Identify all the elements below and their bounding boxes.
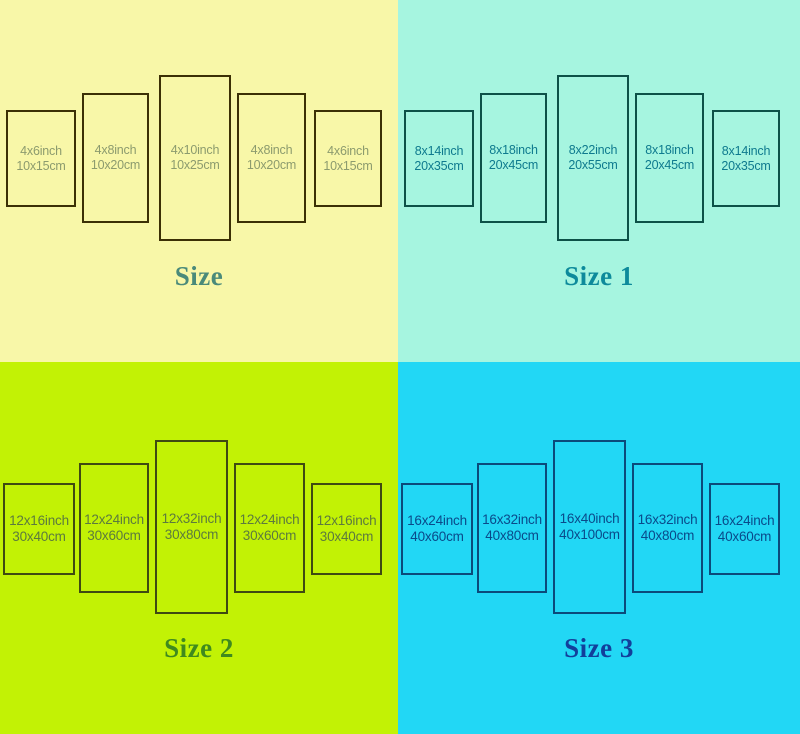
- panel-group-0: 4x6inch 10x15cm 4x8inch 10x20cm 4x10inch…: [0, 0, 398, 362]
- panel-size-label: 4x10inch 10x25cm: [170, 143, 220, 173]
- panel-size-cm: 40x100cm: [559, 527, 620, 542]
- canvas-panel[interactable]: 16x24inch 40x60cm: [401, 483, 473, 575]
- size-option-title: Size 2: [164, 633, 234, 663]
- panel-size-cm: 40x60cm: [717, 529, 772, 544]
- size-option-card-2[interactable]: 12x16inch 30x40cm 12x24inch 30x60cm 12x3…: [0, 362, 398, 734]
- panel-size-label: 16x24inch 40x60cm: [407, 513, 467, 545]
- panel-size-inch: 12x24inch: [239, 512, 300, 528]
- canvas-panel[interactable]: 12x16inch 30x40cm: [3, 483, 75, 575]
- panel-group-1: 8x14inch 20x35cm 8x18inch 20x45cm 8x22in…: [398, 0, 800, 362]
- panel-size-cm: 20x45cm: [644, 158, 695, 172]
- panel-size-label: 4x6inch 10x15cm: [16, 143, 66, 174]
- panel-size-inch: 8x18inch: [489, 143, 538, 158]
- panel-size-cm: 10x15cm: [16, 158, 66, 173]
- panel-size-cm: 20x55cm: [568, 158, 618, 172]
- size-option-card-0[interactable]: 4x6inch 10x15cm 4x8inch 10x20cm 4x10inch…: [0, 0, 398, 362]
- panel-group-2: 12x16inch 30x40cm 12x24inch 30x60cm 12x3…: [0, 362, 398, 734]
- panel-size-cm: 20x35cm: [721, 158, 771, 173]
- canvas-panel[interactable]: 4x8inch 10x20cm: [237, 93, 306, 223]
- panel-size-label: 16x24inch 40x60cm: [715, 513, 775, 545]
- canvas-panel[interactable]: 4x8inch 10x20cm: [82, 93, 149, 223]
- size-option-card-3[interactable]: 16x24inch 40x60cm 16x32inch 40x80cm 16x4…: [398, 362, 800, 734]
- panel-size-inch: 12x16inch: [316, 513, 377, 529]
- panel-size-inch: 16x32inch: [637, 512, 698, 528]
- panel-group-3: 16x24inch 40x60cm 16x32inch 40x80cm 16x4…: [398, 362, 800, 734]
- canvas-panel[interactable]: 8x18inch 20x45cm: [635, 93, 704, 223]
- canvas-panel[interactable]: 16x32inch 40x80cm: [632, 463, 703, 593]
- panel-size-label: 8x14inch 20x35cm: [721, 143, 771, 174]
- panel-size-label: 4x8inch 10x20cm: [246, 143, 297, 173]
- canvas-panel[interactable]: 12x24inch 30x60cm: [79, 463, 149, 593]
- canvas-panel[interactable]: 12x24inch 30x60cm: [234, 463, 305, 593]
- panel-size-inch: 4x8inch: [94, 143, 137, 158]
- panel-size-inch: 16x24inch: [407, 513, 467, 529]
- canvas-panel[interactable]: 8x14inch 20x35cm: [404, 110, 474, 207]
- canvas-panel[interactable]: 4x6inch 10x15cm: [314, 110, 382, 207]
- panel-size-inch: 4x10inch: [170, 143, 220, 158]
- panel-size-inch: 16x32inch: [482, 512, 542, 528]
- size-option-title: Size: [174, 261, 224, 291]
- panel-size-label: 12x32inch 30x80cm: [162, 511, 222, 543]
- panel-size-cm: 40x80cm: [485, 528, 539, 543]
- canvas-panel[interactable]: 16x24inch 40x60cm: [709, 483, 780, 575]
- panel-size-inch: 8x22inch: [568, 143, 618, 158]
- panel-size-cm: 30x40cm: [12, 529, 66, 544]
- canvas-panel[interactable]: 12x16inch 30x40cm: [311, 483, 382, 575]
- panel-size-label: 12x16inch 30x40cm: [9, 513, 69, 545]
- panel-size-label: 16x32inch 40x80cm: [638, 512, 698, 544]
- panel-size-inch: 12x24inch: [84, 512, 144, 528]
- panel-size-cm: 30x60cm: [242, 528, 297, 543]
- panel-size-label: 8x22inch 20x55cm: [568, 143, 618, 173]
- panel-size-cm: 10x25cm: [170, 158, 220, 172]
- panel-size-inch: 4x6inch: [20, 143, 62, 158]
- panel-size-inch: 16x24inch: [714, 513, 775, 529]
- canvas-panel[interactable]: 4x6inch 10x15cm: [6, 110, 76, 207]
- panel-size-inch: 8x14inch: [721, 143, 771, 158]
- canvas-panel[interactable]: 8x18inch 20x45cm: [480, 93, 547, 223]
- panel-size-cm: 10x20cm: [90, 158, 141, 172]
- panel-size-cm: 40x60cm: [410, 529, 464, 544]
- panel-size-label: 16x32inch 40x80cm: [482, 512, 542, 544]
- panel-size-cm: 10x20cm: [246, 158, 297, 172]
- panel-size-inch: 12x16inch: [9, 513, 69, 529]
- panel-size-label: 12x24inch 30x60cm: [84, 512, 144, 544]
- canvas-panel[interactable]: 16x40inch 40x100cm: [553, 440, 626, 614]
- panel-size-inch: 12x32inch: [161, 511, 222, 527]
- panel-size-label: 8x18inch 20x45cm: [488, 143, 539, 173]
- panel-size-label: 8x14inch 20x35cm: [414, 143, 464, 174]
- panel-size-inch: 4x8inch: [250, 143, 293, 158]
- panel-size-cm: 40x80cm: [640, 528, 695, 543]
- panel-size-inch: 8x14inch: [414, 143, 464, 158]
- panel-size-label: 16x40inch 40x100cm: [559, 511, 620, 543]
- size-option-card-1[interactable]: 8x14inch 20x35cm 8x18inch 20x45cm 8x22in…: [398, 0, 800, 362]
- canvas-panel[interactable]: 12x32inch 30x80cm: [155, 440, 228, 614]
- panel-size-cm: 20x45cm: [488, 158, 539, 172]
- canvas-panel[interactable]: 4x10inch 10x25cm: [159, 75, 231, 241]
- panel-size-inch: 4x6inch: [327, 143, 369, 158]
- panel-size-cm: 30x40cm: [319, 529, 374, 544]
- panel-size-label: 8x18inch 20x45cm: [644, 143, 695, 173]
- panel-size-cm: 30x60cm: [87, 528, 141, 543]
- panel-size-cm: 30x80cm: [164, 527, 219, 542]
- size-option-title: Size 1: [564, 261, 634, 291]
- panel-size-inch: 8x18inch: [645, 143, 694, 158]
- panel-size-inch: 16x40inch: [559, 511, 620, 527]
- panel-size-label: 4x8inch 10x20cm: [90, 143, 141, 173]
- panel-size-label: 12x16inch 30x40cm: [317, 513, 377, 545]
- canvas-panel[interactable]: 16x32inch 40x80cm: [477, 463, 547, 593]
- canvas-panel[interactable]: 8x14inch 20x35cm: [712, 110, 780, 207]
- panel-size-cm: 20x35cm: [414, 158, 464, 173]
- panel-size-cm: 10x15cm: [323, 158, 373, 173]
- canvas-panel[interactable]: 8x22inch 20x55cm: [557, 75, 629, 241]
- panel-size-label: 12x24inch 30x60cm: [240, 512, 300, 544]
- size-option-title: Size 3: [564, 633, 634, 663]
- panel-size-label: 4x6inch 10x15cm: [323, 143, 373, 174]
